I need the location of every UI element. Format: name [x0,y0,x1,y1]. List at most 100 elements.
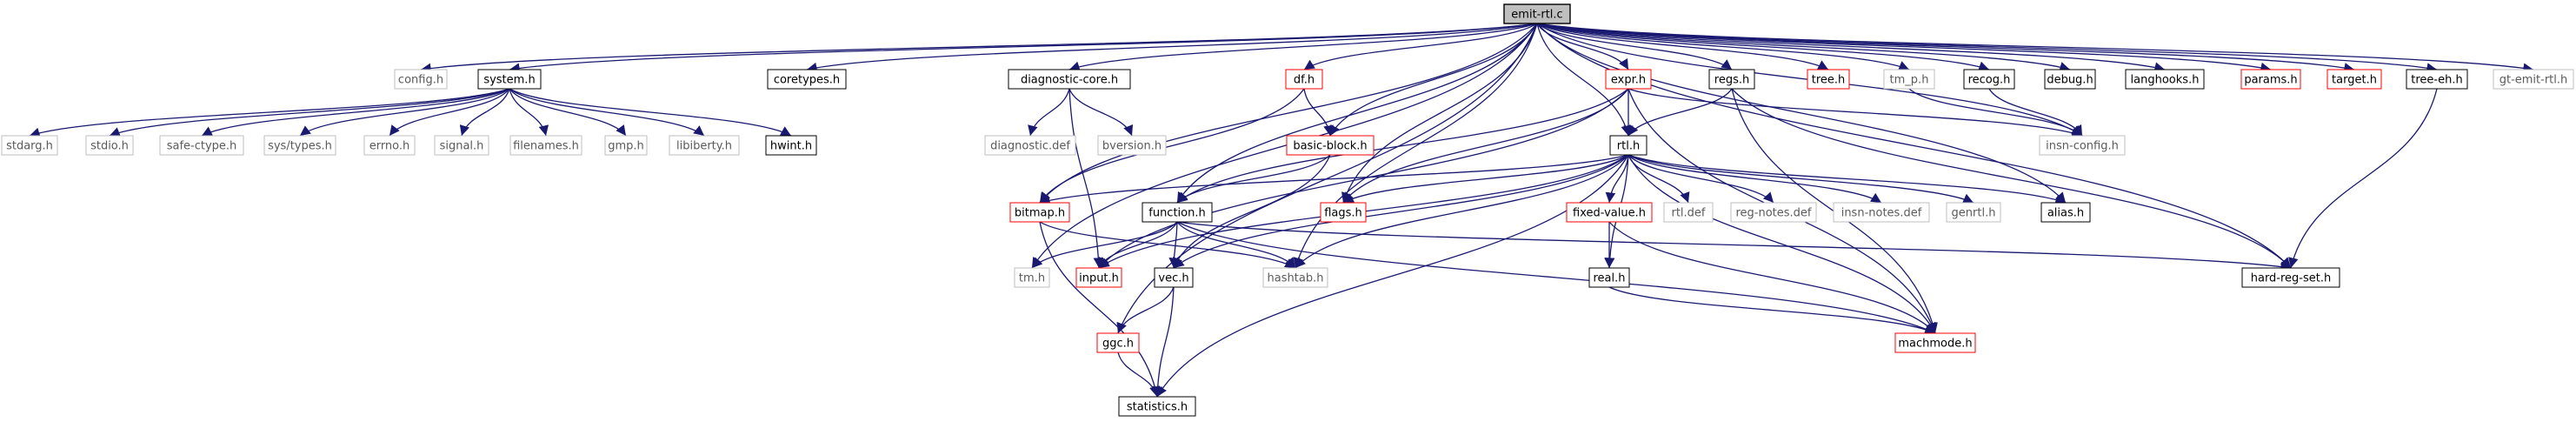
node-target-h[interactable]: target.h [2326,69,2382,90]
node-expr-h[interactable]: expr.h [1605,69,1652,90]
node-bversion-h[interactable]: bversion.h [1097,135,1167,156]
node-diagnostic-def[interactable]: diagnostic.def [984,135,1076,156]
edge-recog-h-to-insn-config-h [1988,88,2083,137]
edge-emit-rtl-c-to-tree-h [1536,23,1829,70]
node-box-coretypes-h [767,69,847,90]
node-function-h[interactable]: function.h [1142,202,1213,223]
edge-emit-rtl-c-to-coretypes-h [806,23,1538,73]
node-recog-h[interactable]: recog.h [1963,69,2015,90]
node-insn-config-h[interactable]: insn-config.h [2039,135,2126,156]
node-tm_p-h[interactable]: tm_p.h [1883,69,1935,90]
node-insn-notes-def[interactable]: insn-notes.def [1833,202,1930,223]
edge-emit-rtl-c-to-regs-h [1536,23,1733,70]
edge-emit-rtl-c-to-diagnostic-core-h [1068,23,1538,71]
node-label-genrtl-h: genrtl.h [1952,207,1996,220]
node-rtl-h[interactable]: rtl.h [1609,135,1647,156]
edge-emit-rtl-c-to-debug-h [1536,23,2071,72]
node-genrtl-h[interactable]: genrtl.h [1946,202,2001,223]
node-gt-emit-rtl-h[interactable]: gt-emit-rtl.h [2493,69,2574,90]
edge-system-h-to-stdio-h [109,88,510,137]
node-bitmap-h[interactable]: bitmap.h [1009,202,1070,223]
node-filenames-h[interactable]: filenames.h [509,135,582,156]
node-config-h[interactable]: config.h [394,69,448,90]
node-label-sys-types-h: sys/types.h [268,140,332,153]
node-signal-h[interactable]: signal.h [434,135,489,156]
edge-function-h-to-vec-h [1168,221,1180,269]
edge-rtl-h-to-statistics-h [1156,154,1629,398]
node-box-expr-h [1605,69,1652,90]
node-machmode-h[interactable]: machmode.h [1894,332,1976,353]
node-tm-h[interactable]: tm.h [1014,267,1050,288]
node-label-bitmap-h: bitmap.h [1015,207,1065,220]
node-label-tm-h: tm.h [1019,272,1045,285]
edge-vec-h-to-statistics-h [1152,286,1175,398]
node-ggc-h[interactable]: ggc.h [1096,332,1140,353]
node-tree-h[interactable]: tree.h [1807,69,1850,90]
node-statistics-h[interactable]: statistics.h [1118,396,1196,417]
node-stdarg-h[interactable]: stdarg.h [1,135,58,156]
edge-regs-h-to-hard-reg-set-h [1731,88,2292,269]
edge-bitmap-h-to-statistics-h [1039,221,1161,398]
node-reg-notes-def[interactable]: reg-notes.def [1730,202,1817,223]
edge-emit-rtl-c-to-hard-reg-set-h [1536,23,2292,269]
node-label-real-h: real.h [1593,272,1625,285]
node-params-h[interactable]: params.h [2240,69,2301,90]
edge-regs-h-to-rtl-h [1627,88,1733,137]
node-emit-rtl-c[interactable]: emit-rtl.c [1503,3,1571,24]
node-tree-eh-h[interactable]: tree-eh.h [2406,69,2468,90]
node-label-expr-h: expr.h [1611,74,1646,87]
node-flags-h[interactable]: flags.h [1320,202,1367,223]
node-stdio-h[interactable]: stdio.h [85,135,134,156]
edge-bitmap-h-to-hashtab-h [1039,221,1296,269]
node-box-bversion-h [1097,135,1167,156]
edge-system-h-to-hwint-h [509,88,792,137]
node-diagnostic-core-h[interactable]: diagnostic-core.h [1008,69,1131,90]
node-coretypes-h[interactable]: coretypes.h [767,69,847,90]
node-debug-h[interactable]: debug.h [2044,69,2096,90]
node-label-signal-h: signal.h [440,140,484,153]
edge-function-h-to-input-h [1098,221,1178,269]
edge-rtl-h-to-fixed-value-h [1605,154,1629,204]
edges-layer [29,23,2534,398]
node-box-basic-block-h [1286,135,1375,156]
node-label-flags-h: flags.h [1324,207,1362,220]
edge-expr-h-to-insn-config-h [1627,88,2083,137]
node-regs-h[interactable]: regs.h [1708,69,1755,90]
node-langhooks-h[interactable]: langhooks.h [2125,69,2205,90]
edge-emit-rtl-c-to-tm_p-h [1536,23,1910,70]
node-gmp-h[interactable]: gmp.h [604,135,648,156]
edge-emit-rtl-c-to-function-h [1176,23,1538,204]
node-system-h[interactable]: system.h [477,69,542,90]
node-label-emit-rtl-c: emit-rtl.c [1511,9,1562,22]
node-libiberty-h[interactable]: libiberty.h [669,135,740,156]
edge-system-h-to-libiberty-h [509,88,705,137]
node-df-h[interactable]: df.h [1285,69,1323,90]
edge-df-h-to-basic-block-h [1303,88,1334,137]
edge-rtl-h-to-vec-h [1173,154,1629,269]
edge-system-h-to-signal-h [459,88,510,137]
edge-emit-rtl-c-to-tm-h [1031,23,1538,269]
node-input-h[interactable]: input.h [1075,267,1122,288]
edge-rtl-h-to-reg-notes-def [1627,154,1774,204]
node-hard-reg-set-h[interactable]: hard-reg-set.h [2241,267,2340,288]
node-hashtab-h[interactable]: hashtab.h [1262,267,1328,288]
node-rtl-def[interactable]: rtl.def [1663,202,1714,223]
node-fixed-value-h[interactable]: fixed-value.h [1566,202,1653,223]
node-vec-h[interactable]: vec.h [1154,267,1194,288]
node-alias-h[interactable]: alias.h [2040,202,2091,223]
node-hwint-h[interactable]: hwint.h [765,135,817,156]
edge-rtl-h-to-insn-notes-def [1627,154,1882,204]
node-sys-types-h[interactable]: sys/types.h [263,135,336,156]
node-label-safe-ctype-h: safe-ctype.h [167,140,237,153]
edge-rtl-h-to-bitmap-h [1039,154,1629,205]
node-real-h[interactable]: real.h [1588,267,1630,288]
node-safe-ctype-h[interactable]: safe-ctype.h [159,135,244,156]
edge-emit-rtl-c-to-tree-eh-h [1536,23,2438,73]
node-errno-h[interactable]: errno.h [363,135,416,156]
node-basic-block-h[interactable]: basic-block.h [1286,135,1375,156]
node-box-tree-h [1807,69,1850,90]
node-label-rtl-def: rtl.def [1671,207,1705,220]
node-label-tm_p-h: tm_p.h [1890,74,1929,87]
node-box-debug-h [2044,69,2096,90]
node-box-diagnostic-core-h [1008,69,1131,90]
